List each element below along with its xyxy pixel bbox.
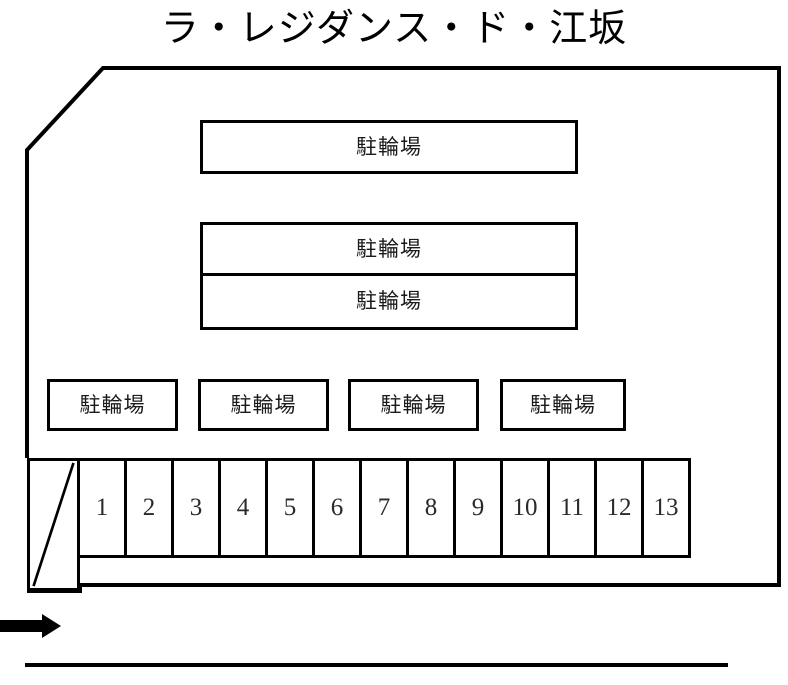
car-parking-stall-row: 1 2 3 4 5 6 7 8 9 10 11 12 13 xyxy=(77,458,691,558)
parking-stall[interactable]: 4 xyxy=(218,458,268,558)
parking-stall-number: 8 xyxy=(424,494,438,521)
parking-stall[interactable]: 13 xyxy=(641,458,691,558)
bicycle-parking-area-top[interactable]: 駐輪場 xyxy=(200,120,578,174)
parking-stall-number: 2 xyxy=(142,494,156,521)
excluded-parking-stall xyxy=(27,458,80,591)
parking-stall-number: 3 xyxy=(189,494,203,521)
parking-stall[interactable]: 7 xyxy=(359,458,409,558)
bicycle-parking-label: 駐輪場 xyxy=(230,392,297,417)
bicycle-parking-label: 駐輪場 xyxy=(356,289,422,313)
street-edge-line xyxy=(25,663,728,667)
bicycle-parking-label: 駐輪場 xyxy=(530,392,596,417)
parking-stall-number: 13 xyxy=(653,494,679,521)
bicycle-parking-label: 駐輪場 xyxy=(356,134,422,159)
bicycle-parking-area-2[interactable]: 駐輪場 xyxy=(198,379,329,431)
parking-stall[interactable]: 2 xyxy=(124,458,174,558)
parking-stall-number: 12 xyxy=(606,494,632,521)
bicycle-parking-area-middle-lower[interactable]: 駐輪場 xyxy=(203,276,575,327)
bicycle-parking-area-4[interactable]: 駐輪場 xyxy=(500,379,626,431)
parking-stall-number: 6 xyxy=(330,494,344,521)
diagonal-slash-icon xyxy=(32,462,75,587)
parking-stall-number: 1 xyxy=(95,494,109,521)
parking-stall-number: 11 xyxy=(559,494,585,521)
bicycle-parking-area-middle-upper[interactable]: 駐輪場 xyxy=(203,225,575,276)
right-arrow-icon xyxy=(0,614,61,638)
parking-stall-number: 10 xyxy=(512,494,538,521)
bicycle-parking-area-1[interactable]: 駐輪場 xyxy=(47,379,178,431)
parking-stall[interactable]: 5 xyxy=(265,458,315,558)
parking-stall[interactable]: 12 xyxy=(594,458,644,558)
parking-stall[interactable]: 11 xyxy=(547,458,597,558)
parking-stall[interactable]: 10 xyxy=(500,458,550,558)
parking-stall-number: 9 xyxy=(471,494,485,521)
page-title: ラ・レジダンス・ド・江坂 xyxy=(160,6,628,50)
parking-stall[interactable]: 6 xyxy=(312,458,362,558)
parking-stall-number: 5 xyxy=(283,494,297,521)
bicycle-parking-label: 駐輪場 xyxy=(356,236,422,261)
parking-stall[interactable]: 9 xyxy=(453,458,503,558)
parking-stall-number: 4 xyxy=(236,494,250,521)
parking-stall-number: 7 xyxy=(377,494,391,521)
parking-stall[interactable]: 8 xyxy=(406,458,456,558)
bicycle-parking-area-middle: 駐輪場 駐輪場 xyxy=(200,222,578,330)
bicycle-parking-label: 駐輪場 xyxy=(380,392,447,417)
parking-stall[interactable]: 3 xyxy=(171,458,221,558)
parking-stall[interactable]: 1 xyxy=(77,458,127,558)
bicycle-parking-label: 駐輪場 xyxy=(79,392,146,417)
bicycle-parking-area-3[interactable]: 駐輪場 xyxy=(348,379,479,431)
